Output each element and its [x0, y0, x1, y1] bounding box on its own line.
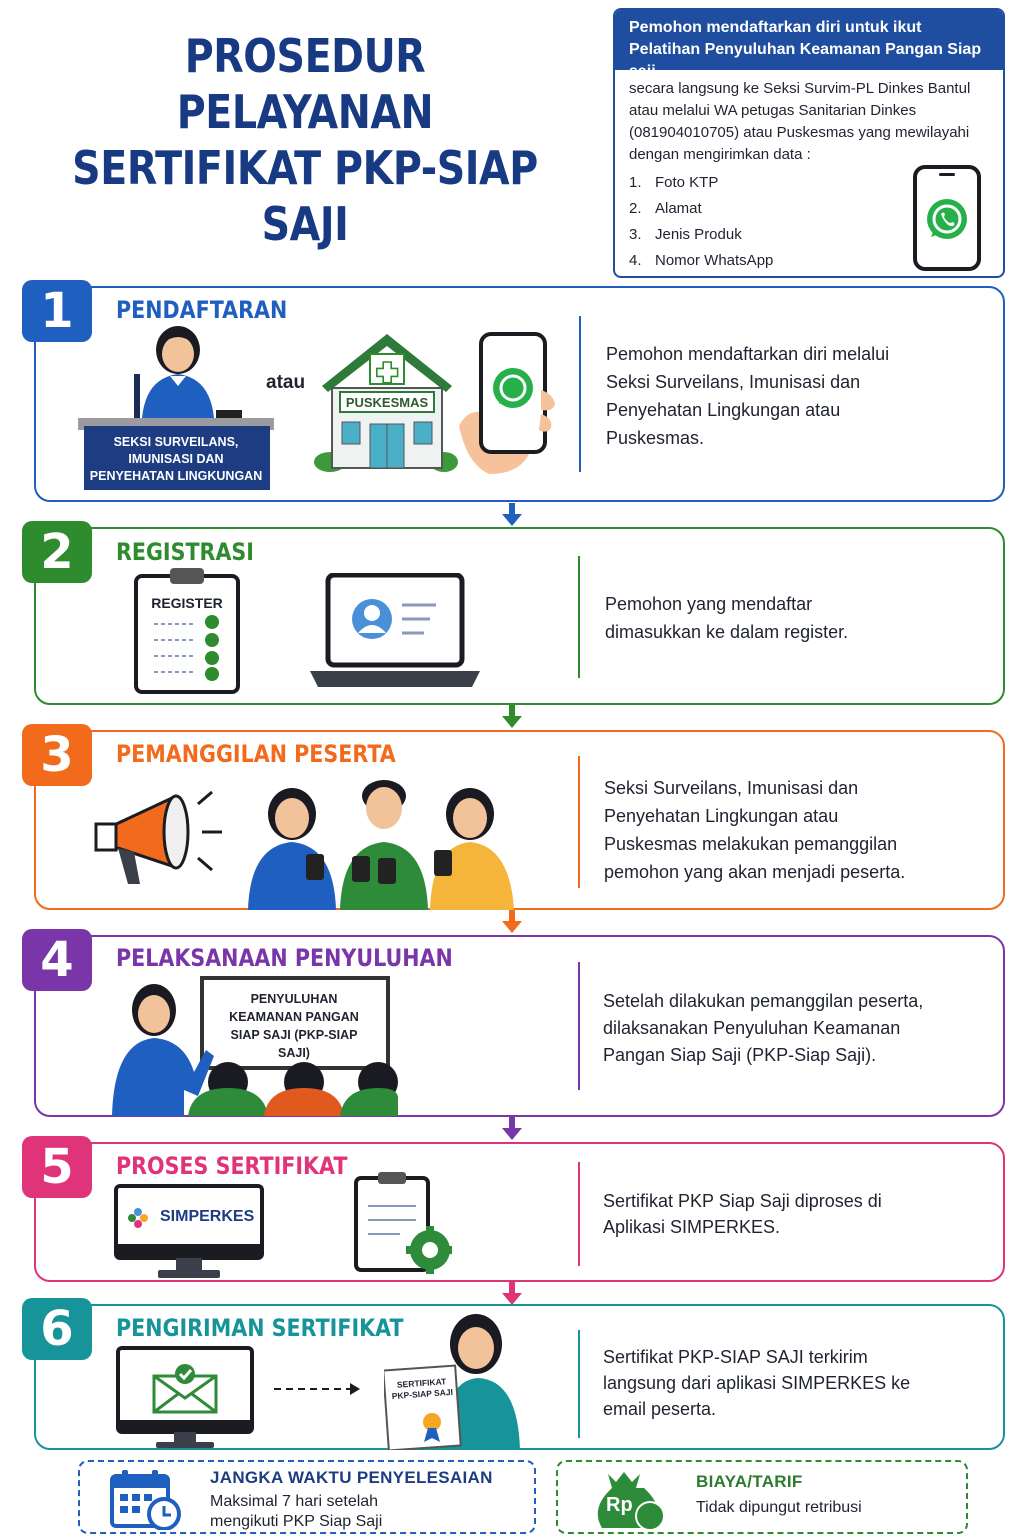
- simperkes-label: SIMPERKES: [160, 1208, 255, 1225]
- arrow-down-icon: [502, 1282, 522, 1305]
- board-text: PENYULUHAN KEAMANAN PANGAN SIAP SAJI (PK…: [229, 992, 359, 1060]
- step-1-title: PENDAFTARAN: [116, 296, 288, 324]
- step-2-divider: [578, 556, 580, 678]
- register-label: REGISTER: [151, 595, 223, 611]
- step-6-desc: Sertifikat PKP-SIAP SAJI terkirim langsu…: [603, 1347, 911, 1419]
- cost-text: Tidak dipungut retribusi: [696, 1499, 862, 1516]
- cost-box: Rp BIAYA/TARIF Tidak dipungut retribusi: [556, 1460, 968, 1534]
- atau-label: atau: [266, 372, 306, 393]
- step-1-desc: Pemohon mendaftarkan diri melalui Seksi …: [606, 344, 890, 448]
- simperkes-monitor-illustration: [114, 1184, 264, 1278]
- step-2-desc: Pemohon yang mendaftar dimasukkan ke dal…: [605, 594, 849, 642]
- info-box: Pemohon mendaftarkan diri untuk ikut Pel…: [613, 8, 1005, 278]
- step-2-title: REGISTRASI: [116, 538, 254, 566]
- step-3: [34, 730, 1005, 910]
- list-item: 3.Jenis Produk: [629, 226, 742, 243]
- title-line-2: SERTIFIKAT PKP-SIAP SAJI: [72, 141, 538, 251]
- list-item: 1.Foto KTP: [629, 174, 719, 191]
- arrow-down-icon: [502, 705, 522, 728]
- officer-desk-illustration: [78, 326, 274, 490]
- hand-phone-illustration: [459, 332, 555, 474]
- step-1-badge: 1: [22, 280, 92, 342]
- page-title: PROSEDUR PELAYANAN SERTIFIKAT PKP-SIAP S…: [60, 28, 550, 252]
- participants-illustration: [248, 780, 514, 910]
- info-text: secara langsung ke Seksi Survim-PL Dinke…: [629, 80, 971, 163]
- step-3-title: PEMANGGILAN PESERTA: [116, 740, 396, 768]
- calendar-clock-icon: [110, 1470, 181, 1530]
- woman-certificate-illustration: [384, 1314, 520, 1450]
- cost-title: BIAYA/TARIF: [696, 1472, 803, 1491]
- laptop-profile-illustration: [310, 573, 480, 687]
- money-bag-icon: [597, 1472, 665, 1531]
- step-3-desc: Seksi Surveilans, Imunisasi dan Penyehat…: [604, 778, 906, 882]
- step-6-divider: [578, 1330, 580, 1438]
- clipboard-gear-icon: [354, 1172, 452, 1274]
- step-4-badge: 4: [22, 929, 92, 991]
- step-3-badge: 3: [22, 724, 92, 786]
- step-5-desc: Sertifikat PKP Siap Saji diproses di Apl…: [603, 1191, 882, 1237]
- title-line-1: PROSEDUR PELAYANAN: [176, 29, 434, 139]
- step-4-desc: Setelah dilakukan pemanggilan peserta, d…: [603, 991, 924, 1065]
- puskesmas-sign: PUSKESMAS: [345, 395, 429, 410]
- info-list: 1.Foto KTP 2.Alamat 3.Jenis Produk 4.Nom…: [629, 170, 971, 274]
- arrow-down-icon: [502, 1117, 522, 1140]
- step-1-divider: [579, 316, 581, 472]
- step-6-badge: 6: [22, 1298, 92, 1360]
- phone-icon: [913, 165, 981, 271]
- dashed-arrow-icon: [274, 1383, 360, 1395]
- step-3-divider: [578, 756, 580, 888]
- register-clipboard-illustration: [134, 568, 240, 694]
- list-item: 2.Alamat: [629, 200, 702, 217]
- time-box: JANGKA WAKTU PENYELESAIAN Maksimal 7 har…: [78, 1460, 536, 1534]
- whatsapp-icon: [927, 173, 967, 239]
- money-label: Rp: [606, 1494, 633, 1516]
- time-text: Maksimal 7 hari setelah mengikuti PKP Si…: [210, 1493, 383, 1530]
- step-4-divider: [578, 962, 580, 1090]
- desk-sign: SEKSI SURVEILANS, IMUNISASI DAN PENYEHAT…: [89, 435, 263, 483]
- list-item: 4.Nomor WhatsApp: [629, 252, 774, 269]
- step-6-title: PENGIRIMAN SERTIFIKAT: [116, 1314, 404, 1342]
- megaphone-illustration: [94, 790, 222, 884]
- step-2-badge: 2: [22, 521, 92, 583]
- step-5-divider: [578, 1162, 580, 1266]
- step-5-badge: 5: [22, 1136, 92, 1198]
- step-5-title: PROSES SERTIFIKAT: [116, 1152, 348, 1180]
- step-4-title: PELAKSANAAN PENYULUHAN: [116, 944, 453, 972]
- info-body: secara langsung ke Seksi Survim-PL Dinke…: [615, 70, 985, 276]
- info-header: Pemohon mendaftarkan diri untuk ikut Pel…: [615, 10, 1003, 80]
- time-title: JANGKA WAKTU PENYELESAIAN: [210, 1468, 493, 1487]
- email-monitor-illustration: [116, 1346, 254, 1448]
- presenter-illustration: [112, 976, 398, 1116]
- puskesmas-building-illustration: [314, 334, 458, 472]
- arrow-down-icon: [502, 910, 522, 933]
- certificate-label: SERTIFIKAT PKP-SIAP SAJI: [391, 1376, 454, 1402]
- arrow-down-icon: [502, 503, 522, 526]
